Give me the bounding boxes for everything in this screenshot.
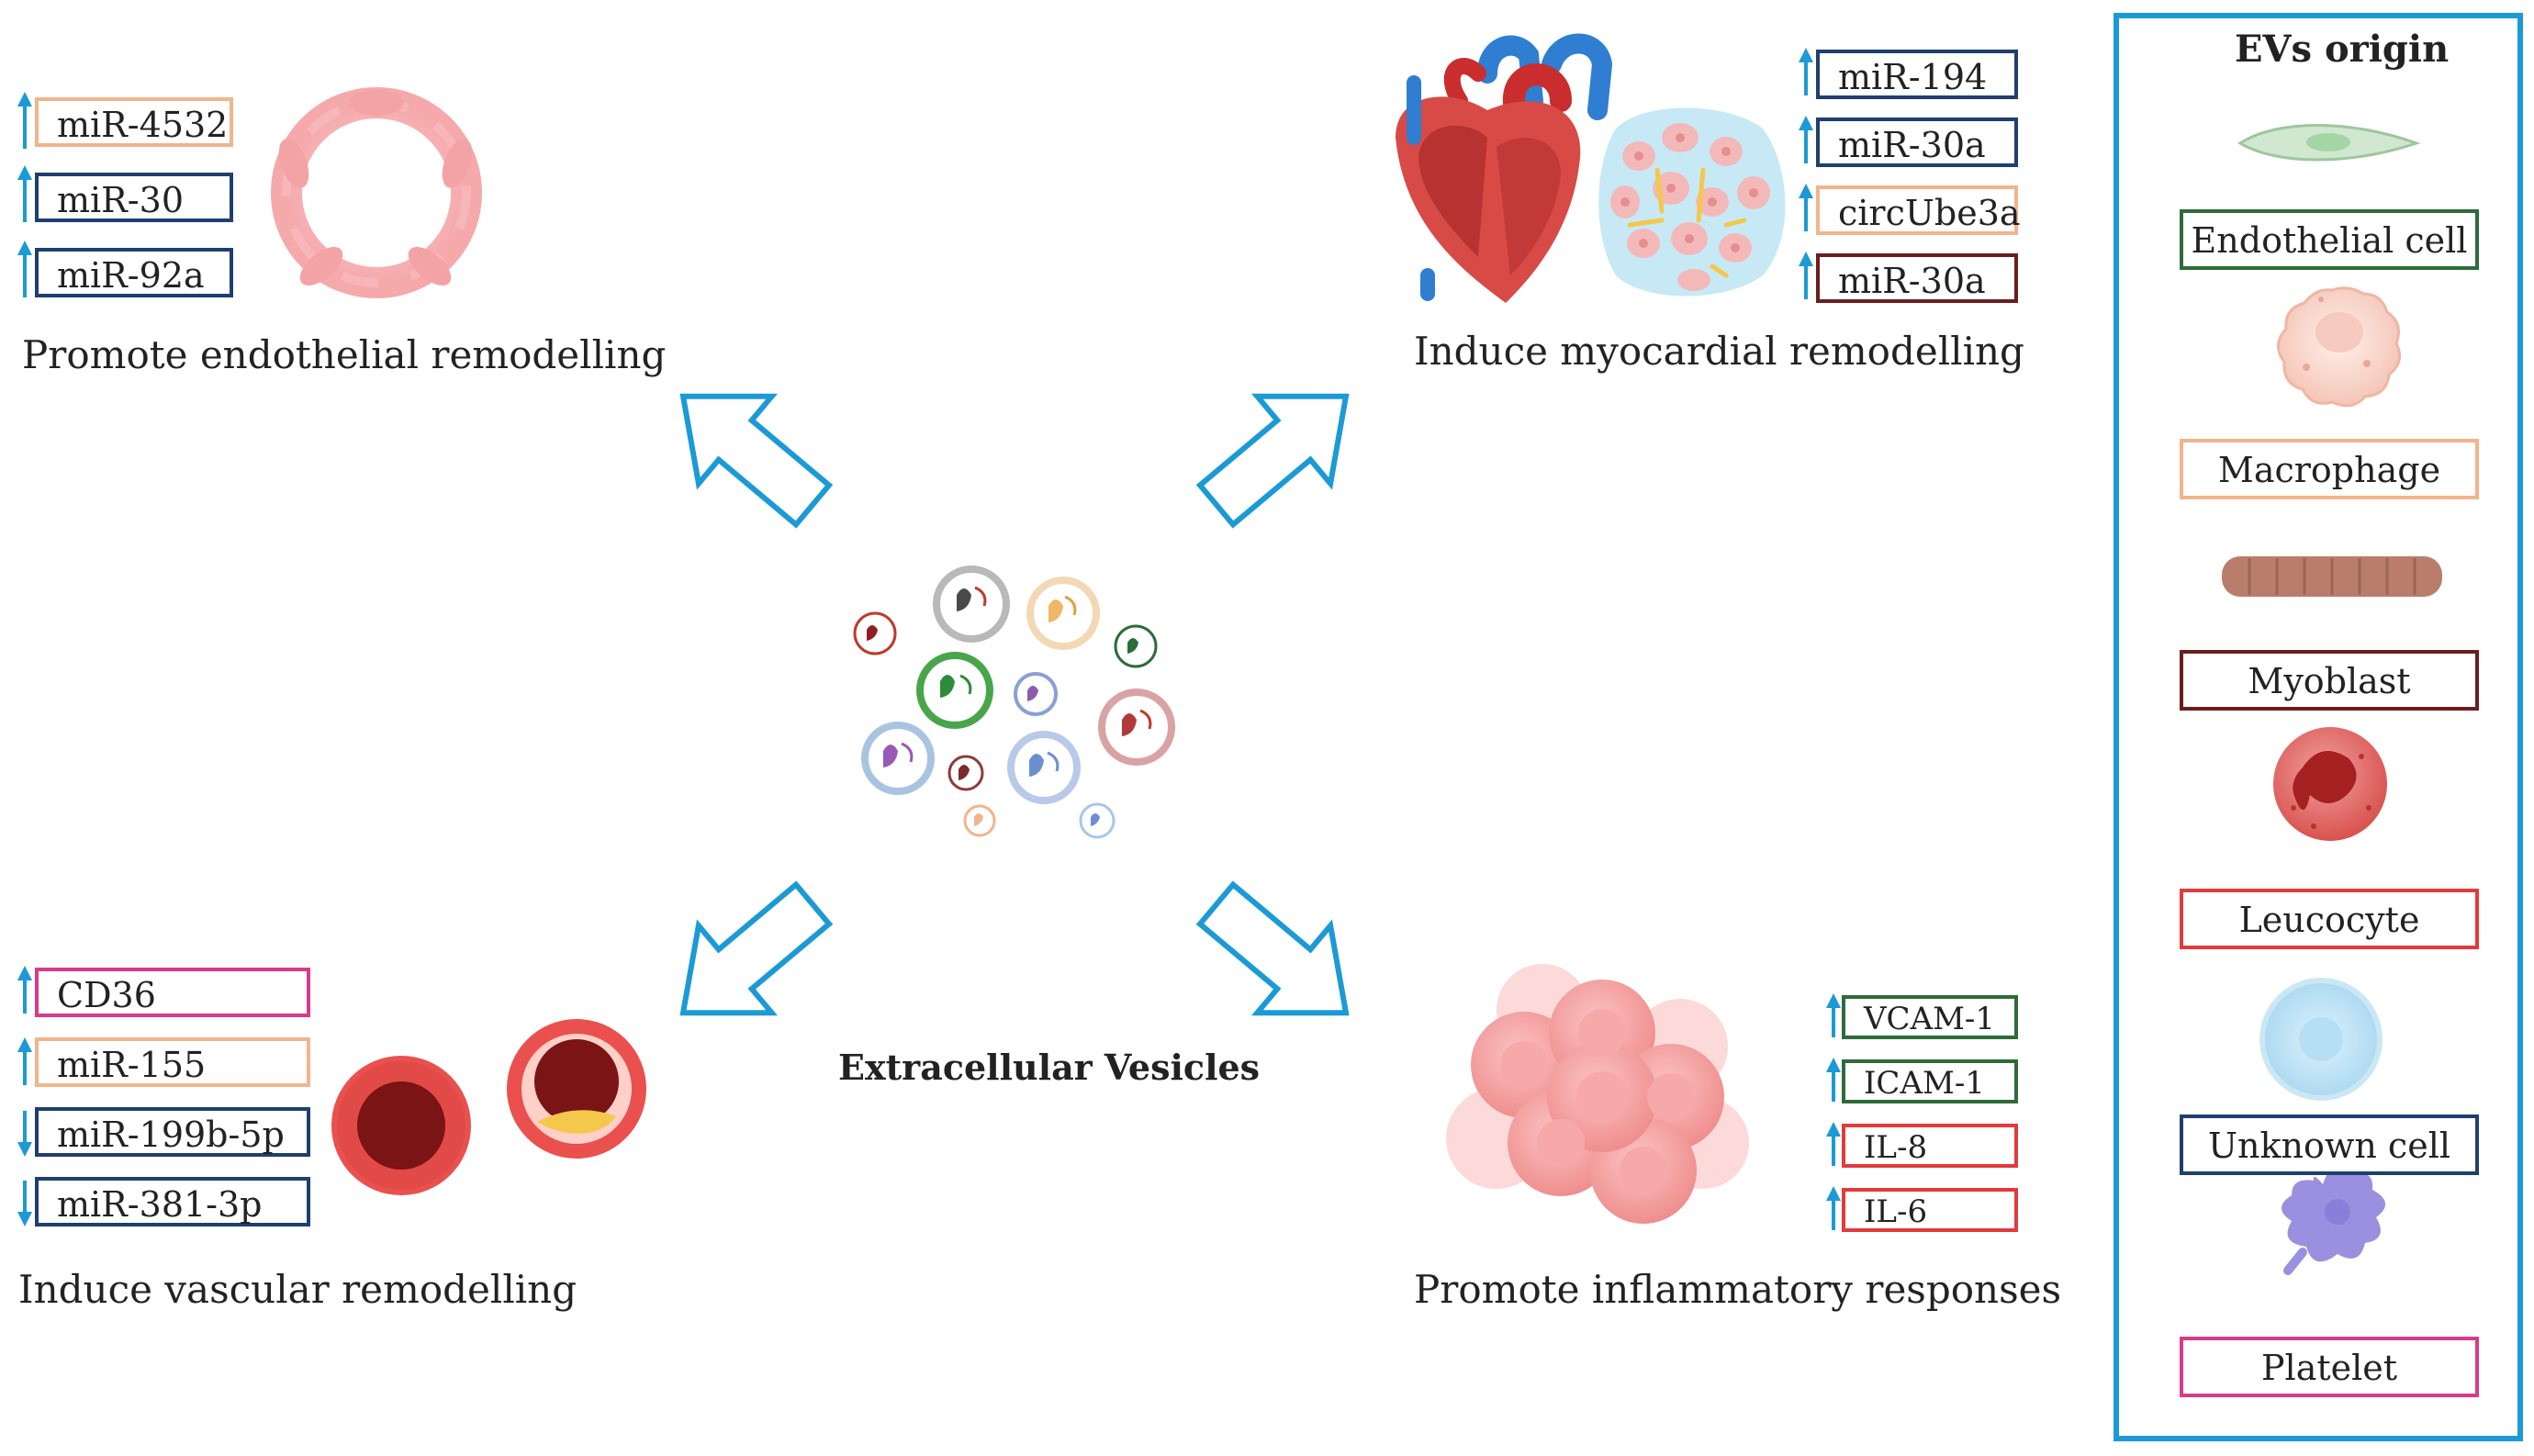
legend-item-macrophage: Macrophage (2180, 439, 2479, 499)
marker-il-6: IL-6 (1842, 1188, 2018, 1232)
platelet-icon (2282, 1168, 2386, 1275)
vesicle-icon (1007, 731, 1081, 804)
legend-item-unknown-cell: Unknown cell (2180, 1114, 2479, 1175)
vesicle-icon (1114, 624, 1158, 668)
marker-vcam-1: VCAM-1 (1842, 995, 2018, 1039)
vesicle-icon (853, 611, 897, 655)
vesicle-icon (916, 652, 993, 729)
marker-circube3a: circUbe3a (1816, 185, 2021, 235)
endothelial-cell-icon (2237, 124, 2421, 162)
vesicle-icon (947, 755, 984, 791)
macrophage-icon (2277, 286, 2402, 408)
marker-il-8: IL-8 (1842, 1124, 2018, 1168)
healthy-vessel-icon (331, 1056, 471, 1195)
marker-mir-194: miR-194 (1816, 50, 2018, 99)
marker-cd36: CD36 (35, 968, 310, 1017)
vesicle-icon (1079, 802, 1116, 839)
vesicle-icon (1014, 672, 1058, 716)
caption-inflammatory: Promote inflammatory responses (1414, 1267, 2062, 1312)
heart-icon (1396, 33, 1613, 303)
myocardial-tissue-icon (1598, 107, 1786, 297)
center-title: Extracellular Vesicles (838, 1047, 1261, 1088)
myoblast-icon (2222, 556, 2442, 597)
leucocyte-icon (2273, 727, 2387, 841)
legend-panel (2114, 13, 2523, 1441)
legend-item-platelet: Platelet (2180, 1337, 2479, 1397)
caption-vascular: Induce vascular remodelling (18, 1267, 577, 1312)
marker-mir-30: miR-30 (35, 173, 233, 222)
marker-icam-1: ICAM-1 (1842, 1059, 2018, 1103)
extracellular-vesicles-cluster (853, 566, 1175, 839)
arrow-to-vascular (679, 880, 834, 1016)
arrow-to-endothelial (679, 393, 834, 529)
marker-mir-92a: miR-92a (35, 248, 233, 297)
legend-item-endothelial-cell: Endothelial cell (2180, 209, 2479, 270)
legend-item-myoblast: Myoblast (2180, 650, 2479, 711)
vesicle-icon (963, 804, 996, 837)
arrow-to-myocardial (1195, 393, 1350, 529)
arrow-to-inflammatory (1195, 880, 1350, 1016)
caption-myocardial: Induce myocardial remodelling (1414, 329, 2024, 374)
remodelled-vessel-icon (507, 1019, 646, 1159)
unknown-cell-icon (2259, 978, 2383, 1101)
caption-endothelial: Promote endothelial remodelling (22, 332, 667, 377)
vesicle-icon (1026, 577, 1100, 650)
legend-item-leucocyte: Leucocyte (2180, 889, 2479, 949)
vesicle-icon (861, 722, 935, 795)
inflammatory-cells-icon (1446, 964, 1749, 1224)
vesicle-icon (1098, 689, 1175, 766)
marker-mir-381-3p: miR-381-3p (35, 1177, 310, 1226)
endothelial-ring-icon (271, 87, 482, 298)
marker-mir-30a-myoblast: miR-30a (1816, 253, 2018, 303)
marker-mir-30a: miR-30a (1816, 118, 2018, 167)
marker-mir-199b-5p: miR-199b-5p (35, 1107, 310, 1157)
legend-title: EVs origin (2235, 28, 2450, 71)
marker-mir-155: miR-155 (35, 1037, 310, 1087)
marker-mir-4532: miR-4532 (35, 97, 233, 147)
vesicle-icon (933, 566, 1010, 643)
